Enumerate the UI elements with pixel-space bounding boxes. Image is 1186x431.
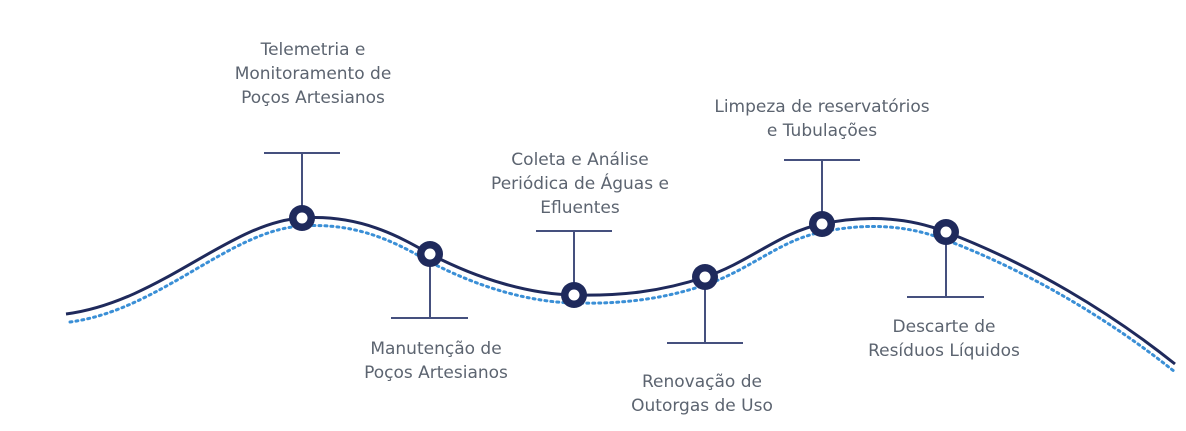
milestone-node-3: [561, 282, 587, 308]
milestone-node-6: [933, 219, 959, 245]
milestone-label-1: Telemetria e Monitoramento de Poços Arte…: [235, 38, 392, 110]
milestone-label-1-line-1: Telemetria e: [260, 40, 366, 60]
milestone-label-2-line-1: Manutenção de: [370, 339, 502, 359]
milestone-node-2: [417, 241, 443, 267]
milestone-label-2-line-2: Poços Artesianos: [364, 363, 508, 383]
milestone-label-3-line-1: Coleta e Análise: [511, 150, 649, 170]
milestone-label-6-line-2: Resíduos Líquidos: [868, 341, 1020, 361]
milestone-node-4: [692, 264, 718, 290]
milestone-label-6: Descarte de Resíduos Líquidos: [868, 315, 1020, 363]
milestone-label-5: Limpeza de reservatórios e Tubulações: [714, 95, 929, 143]
milestone-label-3-line-2: Periódica de Águas e: [491, 174, 669, 194]
milestone-label-5-line-1: Limpeza de reservatórios: [714, 97, 930, 117]
milestone-label-3: Coleta e Análise Periódica de Águas e Ef…: [491, 148, 669, 220]
milestone-label-4-line-1: Renovação de: [642, 372, 762, 392]
milestone-label-4-line-2: Outorgas de Uso: [631, 396, 773, 416]
milestone-label-2: Manutenção de Poços Artesianos: [364, 337, 508, 385]
milestone-label-5-line-2: e Tubulações: [766, 121, 878, 141]
milestone-label-1-line-2: Monitoramento de: [234, 64, 392, 84]
milestone-label-3-line-3: Efluentes: [540, 198, 620, 218]
milestone-label-4: Renovação de Outorgas de Uso: [631, 370, 773, 418]
milestone-node-5: [809, 211, 835, 237]
milestone-node-1: [289, 205, 315, 231]
milestone-label-1-line-3: Poços Artesianos: [241, 88, 385, 108]
milestone-label-6-line-1: Descarte de: [892, 317, 996, 337]
